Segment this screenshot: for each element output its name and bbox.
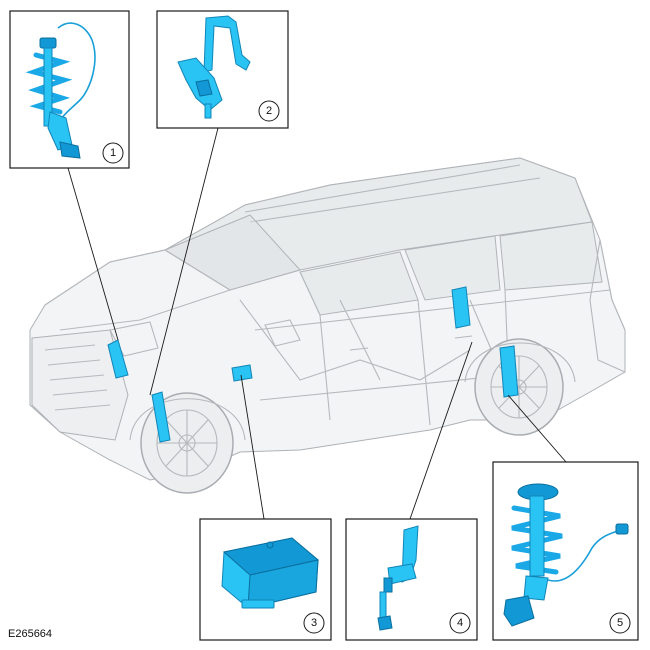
- callout-box-5: 5: [492, 461, 639, 641]
- callout-number-1: 1: [110, 147, 116, 159]
- callout-box-4: 4: [345, 518, 478, 641]
- leader-line-5: [507, 394, 567, 463]
- callout-number-5: 5: [617, 617, 623, 629]
- callout-number-2: 2: [266, 105, 272, 117]
- figure-reference-code: E265664: [8, 628, 53, 640]
- leader-line-1: [67, 167, 119, 341]
- leader-line-2: [149, 127, 219, 396]
- callout-box-1: 1: [9, 10, 130, 169]
- front-strut-location-right-icon: [151, 391, 171, 443]
- front-strut-location-left-icon: [107, 339, 129, 379]
- rear-strut-location-left-icon: [451, 286, 471, 329]
- callout-number-3: 3: [311, 617, 317, 629]
- suv-vehicle-icon: [29, 157, 626, 494]
- height-sensor-front-icon: [177, 15, 251, 119]
- callout-number-4: 4: [457, 617, 463, 629]
- height-sensor-rear-icon: [377, 525, 419, 631]
- rear-wheel-icon: [474, 338, 564, 436]
- front-shock-strut-icon: [25, 22, 96, 159]
- leader-line-4: [409, 341, 473, 520]
- module-location-icon: [231, 364, 253, 382]
- callout-box-3: 3: [199, 518, 332, 641]
- callout-box-2: 2: [156, 10, 289, 129]
- rear-strut-location-right-icon: [499, 345, 519, 398]
- rear-shock-strut-icon: [503, 483, 629, 627]
- control-module-icon: [221, 537, 320, 609]
- leader-line-3: [240, 374, 265, 520]
